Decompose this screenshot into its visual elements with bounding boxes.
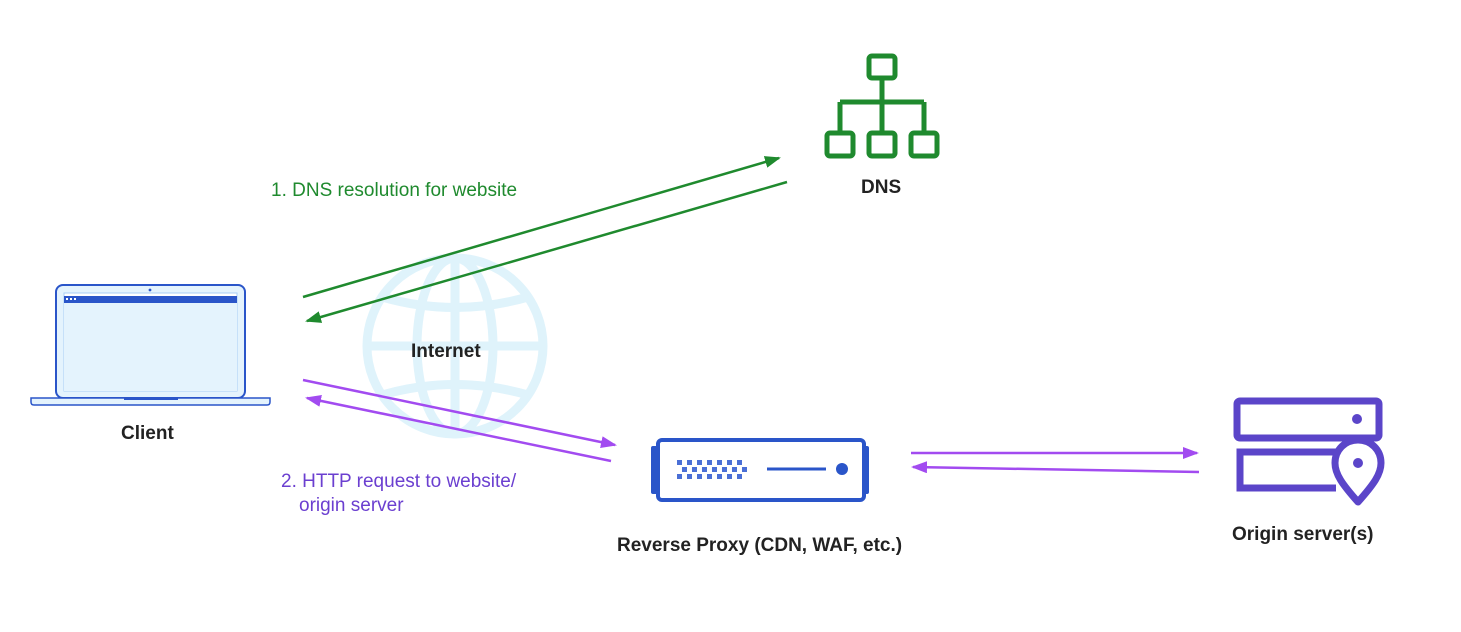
dns-label: DNS (861, 177, 902, 198)
http-flow-arrows (302, 378, 1200, 474)
laptop-icon (30, 284, 271, 406)
arrow-proxy-to-client (305, 394, 612, 463)
step-http-request-line1: 2. HTTP request to website/ (281, 471, 517, 492)
globe-icon (362, 253, 548, 439)
hierarchy-icon (824, 53, 940, 159)
network-appliance-icon (651, 438, 869, 502)
step-http-request-label: 2. HTTP request to website/ origin serve… (281, 470, 516, 518)
step-http-request-line2: origin server (299, 495, 404, 516)
arrow-origin-to-proxy (911, 461, 1200, 474)
step-dns-resolution-label: 1. DNS resolution for website (271, 180, 518, 201)
arrow-client-to-dns (302, 156, 781, 299)
arrow-dns-to-client (305, 180, 788, 323)
internet-label: Internet (411, 341, 481, 362)
proxy-dot-grid (677, 460, 747, 479)
reverse-proxy-label: Reverse Proxy (CDN, WAF, etc.) (617, 535, 903, 556)
dns-flow-arrows (302, 156, 788, 323)
server-location-icon (1233, 397, 1385, 506)
arrow-client-to-proxy (302, 378, 617, 449)
client-label: Client (121, 423, 174, 444)
origin-server-label: Origin server(s) (1232, 524, 1374, 545)
